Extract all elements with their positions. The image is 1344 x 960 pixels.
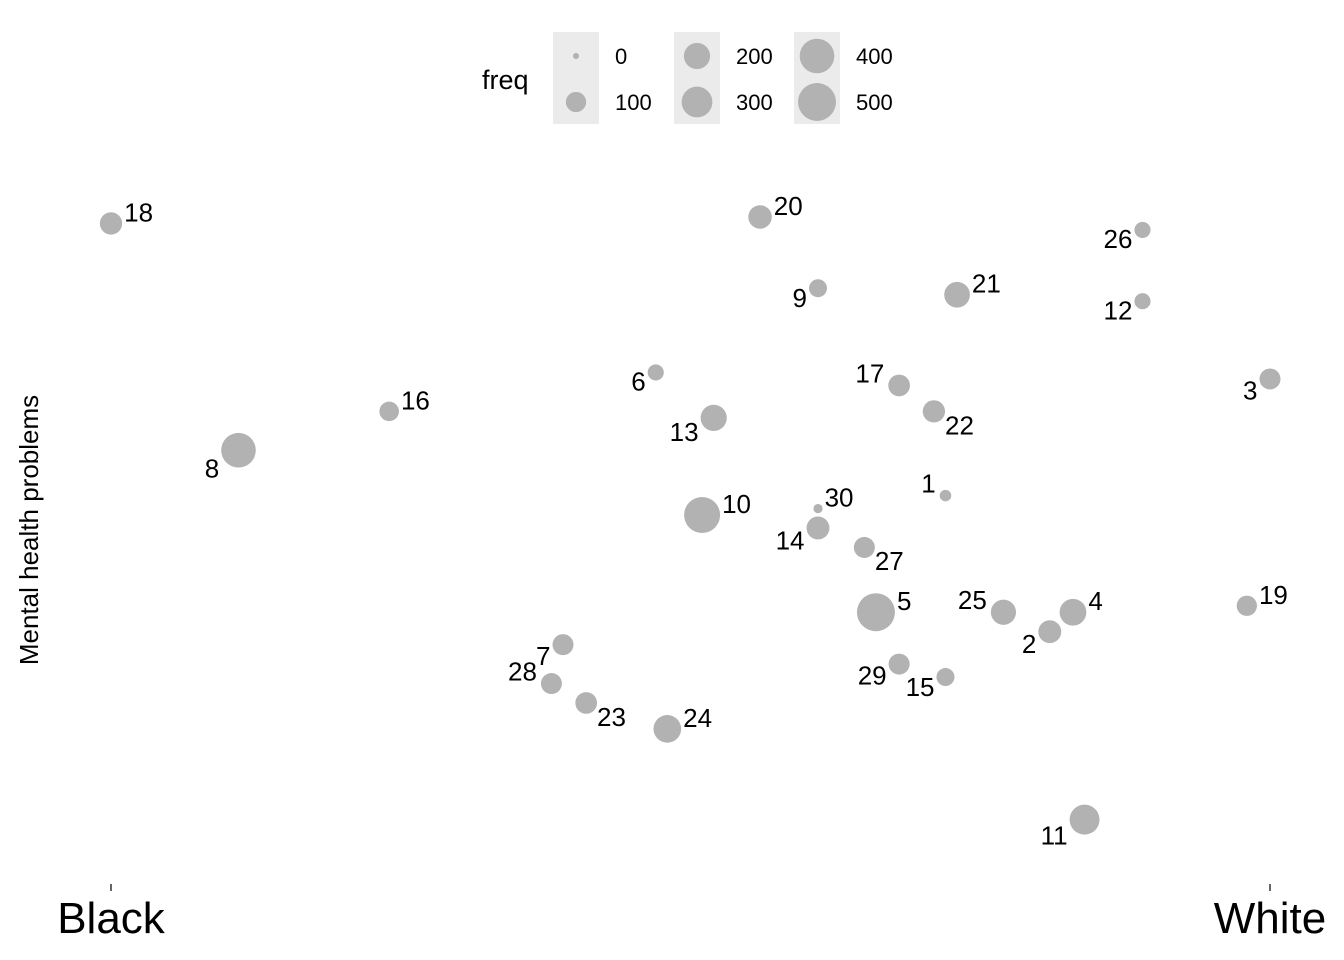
legend-label-0: 0 [615, 44, 627, 69]
point-label-17: 17 [855, 358, 884, 388]
point-label-19: 19 [1259, 580, 1288, 610]
point-label-16: 16 [401, 385, 430, 415]
point-label-25: 25 [958, 585, 987, 615]
point-label-24: 24 [683, 703, 712, 733]
legend-key-300 [681, 86, 713, 118]
legend-key-0 [573, 53, 579, 59]
point-label-21: 21 [972, 269, 1001, 299]
legend-key-400 [799, 38, 835, 74]
point-label-28: 28 [508, 657, 537, 687]
point-label-30: 30 [825, 483, 854, 513]
legend-label-100: 100 [615, 90, 652, 115]
point-30 [813, 503, 823, 514]
point-label-8: 8 [205, 454, 219, 484]
data-points [99, 205, 1281, 835]
legend-key-200 [683, 42, 711, 70]
point-label-20: 20 [774, 191, 803, 221]
axes: Mental health problems Black White [14, 395, 1326, 943]
point-label-5: 5 [897, 586, 911, 616]
point-label-1: 1 [921, 469, 935, 499]
point-label-7: 7 [536, 641, 550, 671]
legend-title: freq [482, 65, 529, 95]
point-label-23: 23 [597, 702, 626, 732]
legend-keys: 0 100 200 300 400 500 [553, 32, 893, 124]
legend-label-500: 500 [856, 90, 893, 115]
point-label-15: 15 [906, 672, 935, 702]
point-label-3: 3 [1243, 375, 1257, 405]
legend-key-100 [565, 91, 587, 113]
point-label-26: 26 [1104, 224, 1133, 254]
point-label-22: 22 [945, 411, 974, 441]
point-4 [1059, 598, 1087, 626]
point-23 [575, 692, 598, 714]
point-label-27: 27 [875, 546, 904, 576]
point-9 [809, 279, 827, 298]
point-19 [1236, 595, 1257, 616]
point-label-11: 11 [1041, 821, 1068, 851]
point-26 [1134, 221, 1151, 238]
y-axis-label: Mental health problems [14, 395, 44, 665]
point-label-14: 14 [776, 525, 805, 555]
point-10 [684, 497, 721, 534]
point-11 [1069, 804, 1100, 835]
x-axis-ticks: Black White [57, 884, 1326, 943]
point-7 [552, 634, 574, 656]
point-label-10: 10 [722, 489, 751, 519]
point-14 [806, 516, 830, 540]
point-29 [888, 653, 910, 675]
legend-label-400: 400 [856, 44, 893, 69]
point-12 [1134, 293, 1151, 310]
x-tick-label-black: Black [57, 894, 166, 943]
point-21 [944, 281, 970, 308]
point-label-2: 2 [1022, 629, 1036, 659]
point-6 [647, 364, 664, 381]
point-24 [653, 715, 682, 743]
point-16 [379, 401, 399, 422]
point-15 [936, 668, 955, 687]
legend-key-500 [798, 83, 836, 121]
point-18 [99, 212, 123, 235]
point-3 [1259, 368, 1281, 390]
point-label-9: 9 [793, 283, 807, 313]
point-2 [1038, 620, 1062, 644]
point-label-4: 4 [1088, 586, 1102, 616]
point-28 [540, 673, 562, 695]
point-1 [939, 489, 952, 502]
point-label-13: 13 [670, 417, 699, 447]
point-label-6: 6 [631, 367, 645, 397]
point-17 [888, 374, 910, 397]
point-22 [922, 400, 946, 423]
size-legend: freq 0 100 200 300 400 500 [482, 32, 893, 124]
x-tick-label-white: White [1214, 894, 1326, 943]
point-label-29: 29 [858, 661, 887, 691]
point-label-18: 18 [124, 197, 153, 227]
point-8 [221, 432, 256, 468]
legend-label-200: 200 [736, 44, 773, 69]
point-label-12: 12 [1104, 295, 1133, 325]
legend-label-300: 300 [736, 90, 773, 115]
point-25 [990, 599, 1017, 625]
point-20 [748, 205, 772, 229]
point-27 [853, 536, 875, 558]
point-5 [856, 593, 895, 632]
point-13 [700, 404, 727, 431]
